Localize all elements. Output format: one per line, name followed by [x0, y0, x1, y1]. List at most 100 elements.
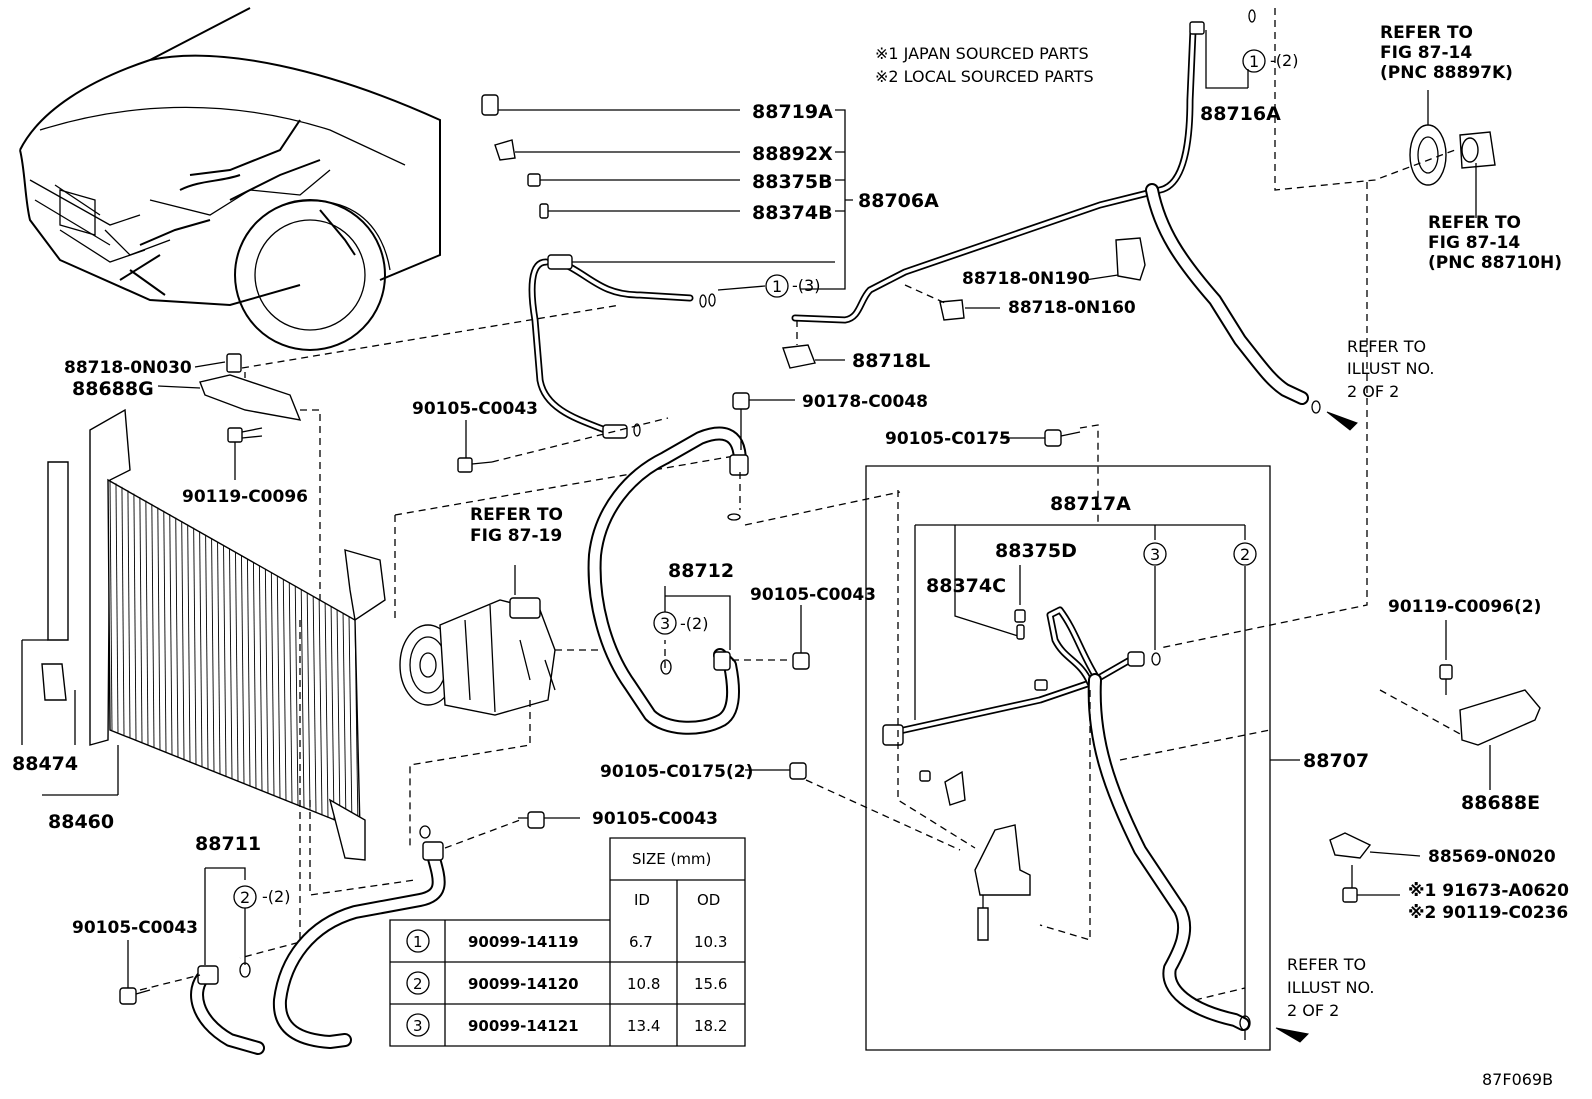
svg-text:REFER TO: REFER TO: [470, 505, 563, 525]
circle-marker-2-box: [1233, 542, 1257, 566]
label-90119-C0096-2: 90119-C0096(2): [1388, 597, 1541, 617]
table-col-od: OD: [697, 891, 720, 909]
svg-text:REFER TO: REFER TO: [1347, 337, 1426, 356]
svg-text:(PNC 88897K): (PNC 88897K): [1380, 63, 1513, 83]
ref-fig-87-19: REFER TO FIG 87-19: [470, 505, 563, 546]
bolt-90105-C0043-b: [792, 605, 810, 670]
label-88569-0N020: 88569-0N020: [1428, 847, 1556, 867]
circle-3-box-text: 3: [1150, 545, 1160, 564]
table-row-2-no: 2: [413, 975, 423, 993]
label-90105-C0175: 90105-C0175: [885, 429, 1011, 449]
note-japan-sourced: ※1 JAPAN SOURCED PARTS: [875, 44, 1089, 63]
table-row-1-od: 10.3: [694, 933, 727, 951]
clamp-88718-0N190: [1084, 237, 1146, 281]
bracket-in-box: [919, 770, 1031, 941]
bolt-90105-C0043-a: [457, 417, 669, 473]
bolt-90119-C0096: [227, 427, 263, 480]
leader-88712: [664, 586, 731, 650]
label-90105-C0043-a: 90105-C0043: [412, 399, 538, 419]
note-local-sourced: ※2 LOCAL SOURCED PARTS: [875, 67, 1094, 86]
table-row-2-od: 15.6: [694, 975, 727, 993]
svg-text:FIG 87-14: FIG 87-14: [1428, 233, 1520, 253]
bracket-88688E: [1379, 620, 1541, 790]
leader-88711: [204, 867, 246, 965]
circle-marker-3-box: [1143, 542, 1167, 566]
circle-marker-3: [653, 611, 677, 635]
label-88717A: 88717A: [1050, 493, 1131, 515]
svg-text:FIG 87-19: FIG 87-19: [470, 526, 562, 546]
svg-text:ILLUST NO.: ILLUST NO.: [1347, 359, 1434, 378]
table-row-1-id: 6.7: [629, 933, 653, 951]
label-90119-C0236: ※2 90119-C0236: [1408, 903, 1568, 923]
bolt-90105-C0043-d: [119, 940, 151, 1005]
label-90105-C0043-d: 90105-C0043: [72, 918, 198, 938]
leader-88717A: [914, 524, 1246, 1040]
circle-2-a-text: 2: [240, 888, 250, 907]
label-88712: 88712: [668, 560, 734, 582]
label-91673-A0620: ※1 91673-A0620: [1408, 881, 1569, 901]
label-88374B: 88374B: [752, 202, 833, 224]
circle-3-qty: -(2): [680, 614, 708, 633]
svg-text:ILLUST NO.: ILLUST NO.: [1287, 978, 1374, 997]
label-88711: 88711: [195, 833, 261, 855]
label-88892X: 88892X: [752, 143, 833, 165]
table-row-3-part: 90099-14121: [468, 1017, 579, 1035]
label-90105-C0175-2: 90105-C0175(2): [600, 762, 753, 782]
label-88460: 88460: [48, 811, 114, 833]
table-row-2-id: 10.8: [627, 975, 660, 993]
condenser-fins: [109, 479, 359, 831]
table-row-3-no: 3: [413, 1017, 423, 1035]
ref-illust-2of2-top: REFER TO ILLUST NO. 2 OF 2: [1159, 182, 1434, 649]
label-88718-0N030: 88718-0N030: [64, 358, 192, 378]
figure-code: 87F069B: [1482, 1070, 1553, 1089]
ref-fig-87-14-88710H: REFER TO FIG 87-14 (PNC 88710H): [1428, 213, 1562, 273]
label-88375B: 88375B: [752, 171, 833, 193]
vehicle-illustration: [19, 7, 441, 351]
ref-fig-87-14-88897K: REFER TO FIG 87-14 (PNC 88897K): [1380, 23, 1513, 83]
table-row-1-no: 1: [413, 933, 423, 951]
compressor: [394, 515, 600, 850]
condenser-88460: [21, 408, 386, 861]
label-88688E: 88688E: [1461, 792, 1540, 814]
bolt-90105-C0175: [1000, 424, 1099, 525]
label-88718-0N160: 88718-0N160: [1008, 298, 1136, 318]
switch-parts-stack: [481, 94, 853, 290]
svg-text:REFER TO: REFER TO: [1287, 955, 1366, 974]
label-88474: 88474: [12, 753, 78, 775]
bracket-88688G: [157, 304, 621, 600]
circle-2-qty: -(2): [262, 887, 290, 906]
clamp-88718-0N160: [904, 284, 1000, 321]
table-row-3-id: 13.4: [627, 1017, 660, 1035]
label-90178-C0048: 90178-C0048: [802, 392, 928, 412]
pulley-seal-parts: [1274, 8, 1496, 218]
label-88688G: 88688G: [72, 378, 154, 400]
pipe-88706A: [528, 254, 716, 439]
svg-text:(PNC 88710H): (PNC 88710H): [1428, 253, 1562, 273]
svg-text:FIG 87-14: FIG 87-14: [1380, 43, 1472, 63]
circle-1-top-text: 1: [1249, 52, 1259, 71]
bolt-90105-C0175-2: [745, 762, 961, 851]
cover-88569-0N020: [1329, 832, 1421, 903]
bolt-90105-C0043-c: [518, 811, 580, 829]
label-90105-C0043-b: 90105-C0043: [750, 585, 876, 605]
clamp-88718L: [782, 320, 845, 369]
label-88375D: 88375D: [995, 540, 1077, 562]
box-88707: [865, 465, 1300, 1051]
label-88716A: 88716A: [1200, 103, 1281, 125]
circle-1-qty: -(3): [792, 276, 820, 295]
table-col-id: ID: [634, 891, 650, 909]
ref-illust-2of2-bottom: REFER TO ILLUST NO. 2 OF 2: [1275, 955, 1374, 1043]
label-90119-C0096: 90119-C0096: [182, 487, 308, 507]
label-88718-0N190: 88718-0N190: [962, 269, 1090, 289]
circle-2-box-text: 2: [1240, 545, 1250, 564]
table-row-1-part: 90099-14119: [468, 933, 579, 951]
hose-88712: [587, 426, 901, 735]
o-ring-size-table: SIZE (mm) ID OD 1 2 3 90099-14119 90099-…: [389, 837, 746, 1047]
svg-text:REFER TO: REFER TO: [1428, 213, 1521, 233]
table-row-3-od: 18.2: [694, 1017, 727, 1035]
label-88707: 88707: [1303, 750, 1369, 772]
hose-88717A: [882, 490, 1271, 1031]
o-ring-3: [660, 659, 672, 675]
table-header-size: SIZE (mm): [632, 850, 711, 868]
